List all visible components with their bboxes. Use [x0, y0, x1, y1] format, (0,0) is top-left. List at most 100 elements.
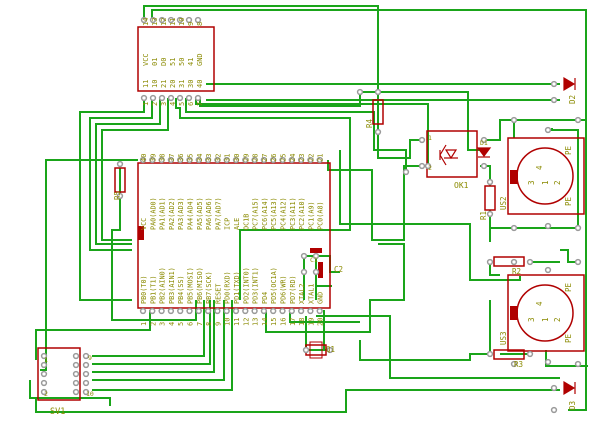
label-us3: US3 — [499, 331, 508, 345]
label-sv1-pin9: 9 — [88, 354, 92, 362]
ic1-inside-label: VCC — [142, 53, 150, 66]
ic2-signal-label: PB4(SS) — [177, 275, 185, 304]
ic2-signal-label: PA7(AD7) — [214, 197, 222, 230]
ic2-signal-label: PC5(A13) — [270, 197, 278, 230]
pad — [167, 307, 175, 315]
ic2-pin-number: 34 — [196, 154, 204, 162]
pad — [149, 16, 157, 24]
pad — [186, 307, 193, 315]
pad — [550, 406, 558, 414]
label-d3: D3 — [568, 401, 577, 410]
trace — [185, 98, 407, 172]
traces — [29, 5, 588, 413]
trace — [175, 98, 351, 300]
pad — [40, 352, 48, 360]
pad — [139, 156, 147, 164]
ic2-signal-label: PD2(INT0) — [242, 267, 250, 304]
pad — [232, 307, 240, 315]
pad — [40, 388, 48, 396]
us2-socket — [516, 147, 574, 205]
ic1-inside-label: 50 — [178, 58, 186, 66]
trace — [143, 5, 379, 88]
ic1-body — [137, 26, 215, 92]
d1-diode — [476, 147, 492, 158]
pad — [242, 307, 249, 315]
pad — [544, 266, 552, 274]
ic2-pin-number: 12 — [242, 318, 250, 326]
ic2-pin-number: 5 — [177, 322, 185, 326]
pad — [149, 156, 156, 164]
pad — [40, 370, 48, 378]
sv1-body — [37, 347, 81, 401]
label-us2-2: 2 — [553, 180, 562, 185]
label-c2: C2 — [334, 265, 343, 274]
pad — [486, 258, 494, 266]
ic2-signal-label: PD7(RD) — [289, 275, 297, 304]
ic2-pin-number: 1 — [140, 322, 148, 326]
pad — [544, 358, 552, 366]
pad — [167, 94, 175, 102]
pad — [251, 156, 258, 164]
trace — [92, 300, 215, 373]
label-us2-4: 4 — [535, 165, 544, 170]
pad — [326, 346, 334, 354]
ic2-signal-label: PD0(RXD) — [224, 271, 232, 304]
pad — [300, 252, 308, 260]
pad — [480, 136, 488, 144]
pad — [176, 16, 184, 24]
us2-latch — [510, 170, 518, 184]
ic2-pin-number: 13 — [252, 318, 260, 326]
ic2-signal-label: PB2(AIN0) — [159, 267, 167, 304]
pad — [194, 16, 202, 24]
ic2-pin-number: 25 — [280, 154, 288, 162]
pad — [288, 307, 295, 315]
pad — [270, 307, 277, 315]
ic2-pin-number: 36 — [177, 154, 185, 162]
pad — [177, 156, 184, 164]
ic2-signal-label: PD5(OC1A) — [270, 267, 278, 304]
pad — [316, 307, 323, 315]
ic2-pin-number: 38 — [159, 154, 167, 162]
label-sv1-pin1: 1 — [44, 356, 48, 364]
pad — [158, 94, 166, 102]
label-sv1-pin2: 2 — [44, 390, 48, 398]
ic1-inside-label: 20 — [169, 80, 177, 88]
ic2-signal-label: VCC — [140, 218, 148, 230]
c2-body — [318, 262, 323, 278]
ic2-pin-number: 9 — [214, 322, 222, 326]
pad — [356, 88, 364, 96]
label-d1: D1 — [480, 139, 488, 147]
pad — [82, 379, 90, 387]
r4-body — [372, 99, 384, 125]
pad — [82, 352, 90, 360]
label-us2-1: 1 — [541, 180, 550, 185]
trace — [316, 315, 560, 379]
ic2-pin-number: 6 — [187, 322, 195, 326]
ic2-pin-number: 19 — [307, 318, 315, 326]
pad — [158, 307, 165, 315]
pad — [116, 192, 124, 200]
ic2-signal-label: XTAL1 — [307, 284, 315, 304]
label-r1: R1 — [479, 211, 488, 220]
ic2-signal-label: PA0(AD0) — [149, 197, 157, 230]
trace — [315, 272, 332, 287]
ic2-signal-label: PB0(T0) — [140, 275, 148, 304]
label-sv1: SV1 — [50, 407, 65, 417]
trace — [111, 168, 197, 321]
pad — [418, 162, 426, 170]
ic1-pin-number: 8 — [196, 22, 204, 26]
ic1-pin-number: 7 — [196, 102, 204, 106]
label-us3-4: 4 — [535, 301, 544, 306]
ic2-pin-number: 27 — [261, 154, 269, 162]
pad — [574, 360, 582, 368]
pad — [204, 307, 212, 315]
pad — [300, 268, 308, 276]
trace — [265, 243, 405, 333]
ic1-pin-number: 11 — [169, 18, 177, 26]
pad — [149, 307, 156, 315]
ic2-signal-label: PA2(AD2) — [168, 197, 176, 230]
pad — [486, 350, 494, 358]
pad — [574, 258, 582, 266]
